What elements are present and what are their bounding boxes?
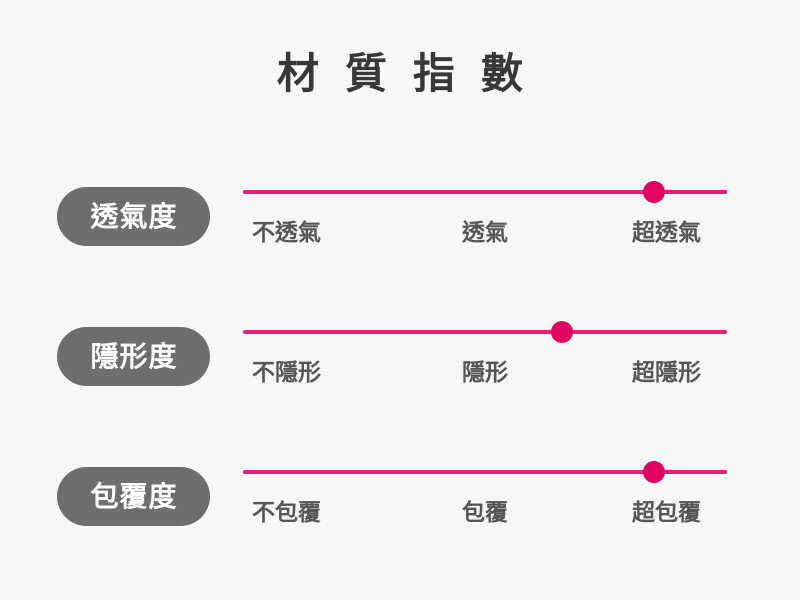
slider-scale-coverage: 不包覆 包覆 超包覆	[243, 497, 727, 531]
page-title: 材質指數	[276, 50, 549, 97]
scale-label-low: 不透氣	[252, 219, 321, 245]
scale-label-mid: 隱形	[462, 359, 508, 385]
metric-badge-label: 透氣度	[90, 200, 178, 232]
slider-breathability[interactable]	[243, 181, 727, 224]
metric-badge-coverage: 包覆度	[57, 467, 210, 526]
scale-label-high: 超隱形	[632, 359, 701, 385]
slider-invisibility[interactable]	[243, 321, 727, 364]
slider-track	[243, 190, 727, 194]
metric-badge-label: 包覆度	[90, 480, 178, 512]
scale-label-high: 超包覆	[632, 499, 701, 525]
slider-knob[interactable]	[643, 181, 666, 203]
metric-row-coverage: 包覆度 不包覆 包覆 超包覆	[0, 445, 800, 565]
slider-knob[interactable]	[551, 321, 574, 343]
slider-track	[243, 470, 727, 474]
scale-label-low: 不隱形	[252, 359, 321, 385]
slider-track	[243, 330, 727, 334]
scale-label-mid: 包覆	[462, 499, 508, 525]
slider-scale-breathability: 不透氣 透氣 超透氣	[243, 217, 727, 251]
metric-row-invisibility: 隱形度 不隱形 隱形 超隱形	[0, 305, 800, 425]
slider-coverage[interactable]	[243, 461, 727, 504]
scale-label-low: 不包覆	[252, 499, 321, 525]
slider-knob[interactable]	[643, 461, 666, 483]
metric-row-breathability: 透氣度 不透氣 透氣 超透氣	[0, 165, 800, 285]
metric-badge-label: 隱形度	[90, 340, 178, 372]
slider-scale-invisibility: 不隱形 隱形 超隱形	[243, 357, 727, 391]
metric-badge-invisibility: 隱形度	[57, 327, 210, 386]
scale-label-high: 超透氣	[632, 219, 701, 245]
scale-label-mid: 透氣	[462, 219, 508, 245]
metric-badge-breathability: 透氣度	[57, 187, 210, 246]
